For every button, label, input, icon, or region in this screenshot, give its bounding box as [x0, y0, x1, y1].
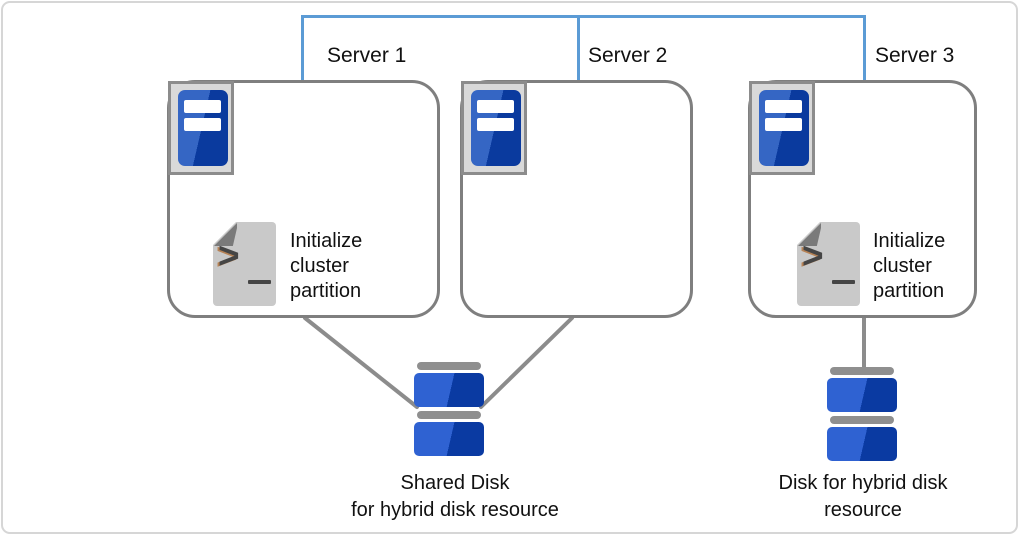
- caption-line: resource: [824, 499, 902, 521]
- caption-line: for hybrid disk resource: [351, 499, 559, 521]
- disk-cap-bar: [417, 362, 481, 370]
- server-3-label: Server 3: [875, 44, 955, 67]
- disk-cap-bar: [830, 416, 894, 424]
- script-caption-line: cluster: [290, 255, 349, 277]
- caption-line: Disk for hybrid disk: [778, 472, 948, 494]
- single-disk-icon: [827, 367, 897, 461]
- prompt-underscore-glyph: [832, 280, 855, 284]
- prompt-underscore-glyph: [248, 280, 271, 284]
- script-caption-line: partition: [290, 280, 362, 302]
- script-caption-server3: Initialize cluster partition: [873, 229, 983, 304]
- network-drop-line-server1: [301, 15, 304, 81]
- server-icon: [168, 81, 234, 175]
- document-page: [213, 222, 276, 306]
- script-caption-line: Initialize: [290, 230, 363, 252]
- disk-cap-bar: [417, 411, 481, 419]
- network-drop-line-server3: [863, 15, 866, 81]
- shared-disk-icon: [414, 362, 484, 456]
- network-drop-line-server2: [577, 15, 580, 81]
- network-link-line-horizontal: [301, 15, 866, 18]
- prompt-chevron-glyph: >: [218, 235, 240, 276]
- script-caption-server1: Initialize cluster partition: [290, 229, 400, 304]
- server-icon: [749, 81, 815, 175]
- disk-platter: [414, 373, 484, 407]
- server-tower-icon: [759, 90, 809, 166]
- outer-frame: [1, 1, 1018, 534]
- server-2-label: Server 2: [588, 44, 668, 67]
- disk-platter: [827, 378, 897, 412]
- single-disk-caption: Disk for hybrid disk resource: [743, 470, 983, 524]
- script-icon: >: [797, 222, 860, 306]
- disk-platter: [414, 422, 484, 456]
- disk-platter: [827, 427, 897, 461]
- tower-slot-bar: [184, 118, 221, 131]
- server-1-label: Server 1: [327, 44, 407, 67]
- script-caption-line: Initialize: [873, 230, 946, 252]
- disk-cap-bar: [830, 367, 894, 375]
- prompt-chevron-glyph: >: [802, 235, 824, 276]
- script-icon: >: [213, 222, 276, 306]
- tower-slot-bar: [477, 118, 514, 131]
- document-page: [797, 222, 860, 306]
- tower-slot-bar: [765, 100, 802, 113]
- server-tower-icon: [471, 90, 521, 166]
- caption-line: Shared Disk: [400, 472, 510, 494]
- tower-slot-bar: [765, 118, 802, 131]
- script-caption-line: cluster: [873, 255, 932, 277]
- server-icon: [461, 81, 527, 175]
- tower-slot-bar: [477, 100, 514, 113]
- shared-disk-caption: Shared Disk for hybrid disk resource: [325, 470, 585, 524]
- script-caption-line: partition: [873, 280, 945, 302]
- tower-slot-bar: [184, 100, 221, 113]
- server-tower-icon: [178, 90, 228, 166]
